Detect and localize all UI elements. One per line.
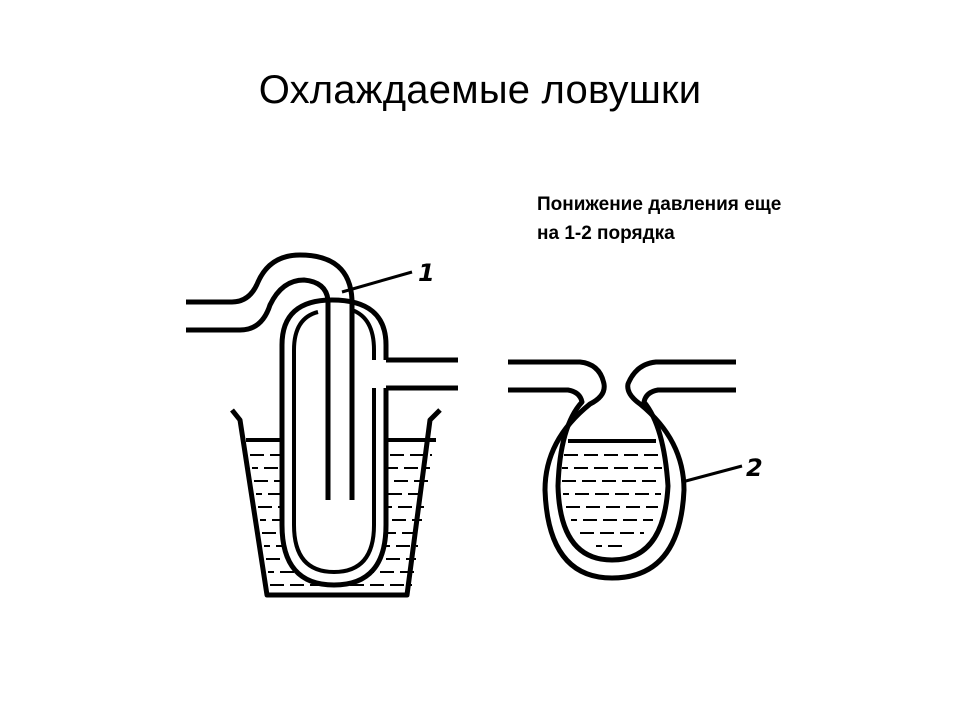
trap-2-inner-wall: [508, 387, 736, 563]
dewar-vessel-left: [230, 408, 442, 598]
trap-2: 2: [508, 359, 763, 581]
pressure-note-line-2: на 1-2 порядка: [537, 223, 675, 244]
trap-2-label: 2: [746, 454, 763, 482]
slide-title: Охлаждаемые ловушки: [258, 68, 702, 112]
trap-1: 1: [186, 252, 458, 598]
trap-1-bulb-mask: [282, 300, 386, 585]
trap-1-label: 1: [418, 259, 435, 287]
trap-1-envelope: [279, 297, 389, 588]
coolant-liquid-right: [562, 439, 662, 547]
trap-1-leader-line: [341, 270, 413, 294]
trap-2-outer-wall: [508, 359, 736, 581]
trap-2-leader-line: [681, 464, 743, 484]
trap-1-inlet-tube-inner: [186, 277, 331, 500]
pressure-note-line-1: Понижение давления еще: [537, 194, 782, 215]
pressure-note: Понижение давления еще на 1-2 порядка: [537, 190, 897, 248]
trap-1-inlet-tube-outer: [186, 252, 355, 500]
